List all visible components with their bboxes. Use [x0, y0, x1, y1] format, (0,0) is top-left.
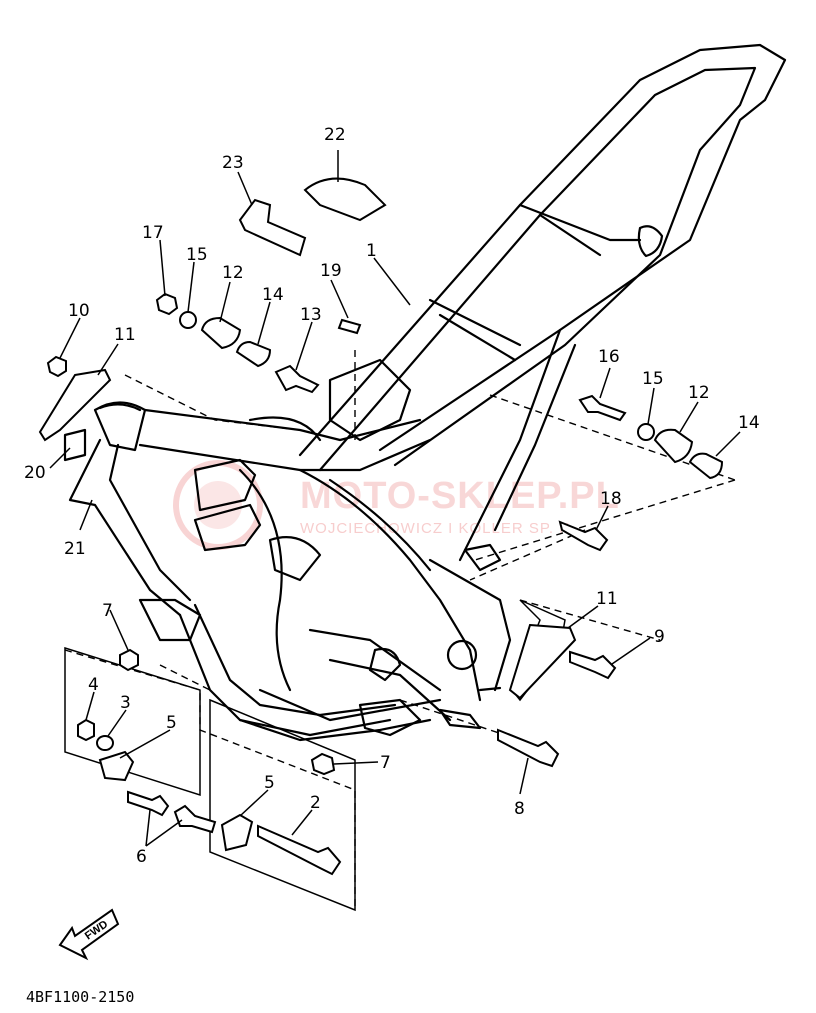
assembly-lines [64, 350, 736, 910]
callout-7-lower: 7 [380, 753, 391, 773]
callout-12-left: 12 [222, 263, 244, 283]
callout-5-right: 5 [264, 773, 275, 793]
callout-17: 17 [142, 223, 164, 243]
callout-19: 19 [320, 261, 342, 281]
callout-numbers: 1 2 3 4 5 5 6 7 7 8 9 10 11 11 12 12 13 … [24, 125, 760, 867]
fwd-arrow-icon: FWD [58, 908, 120, 961]
leader-lines [49, 150, 741, 847]
callout-18: 18 [600, 489, 622, 509]
callout-14-left: 14 [262, 285, 284, 305]
callout-13: 13 [300, 305, 322, 325]
callout-16: 16 [598, 347, 620, 367]
callout-12-right: 12 [688, 383, 710, 403]
diagram-code: 4BF1100-2150 [26, 988, 134, 1006]
main-frame-drawing [63, 43, 787, 742]
callout-panels [64, 599, 566, 912]
callout-23: 23 [222, 153, 244, 173]
watermark: MOTO-SKLEP.PL WOJCIECHOWICZ I KOLLER SP.… [173, 460, 620, 550]
callout-21: 21 [64, 539, 86, 559]
callout-9: 9 [654, 627, 665, 647]
callout-10: 10 [68, 301, 90, 321]
callout-6: 6 [136, 847, 147, 867]
hardware-parts [38, 177, 724, 876]
watermark-sub: WOJCIECHOWICZ I KOLLER SP. K. [300, 520, 575, 537]
callout-11-right: 11 [596, 589, 618, 609]
watermark-main: MOTO-SKLEP.PL [300, 475, 620, 517]
callout-2: 2 [310, 793, 321, 813]
callout-5-left: 5 [166, 713, 177, 733]
callout-7-upper: 7 [102, 601, 113, 621]
callout-11-left: 11 [114, 325, 136, 345]
callout-14-right: 14 [738, 413, 760, 433]
callout-20: 20 [24, 463, 46, 483]
callout-4: 4 [88, 675, 99, 695]
callout-15-left: 15 [186, 245, 208, 265]
callout-3: 3 [120, 693, 131, 713]
callout-22: 22 [324, 125, 346, 145]
callout-8: 8 [514, 799, 525, 819]
callout-1: 1 [366, 241, 377, 261]
callout-15-right: 15 [642, 369, 664, 389]
